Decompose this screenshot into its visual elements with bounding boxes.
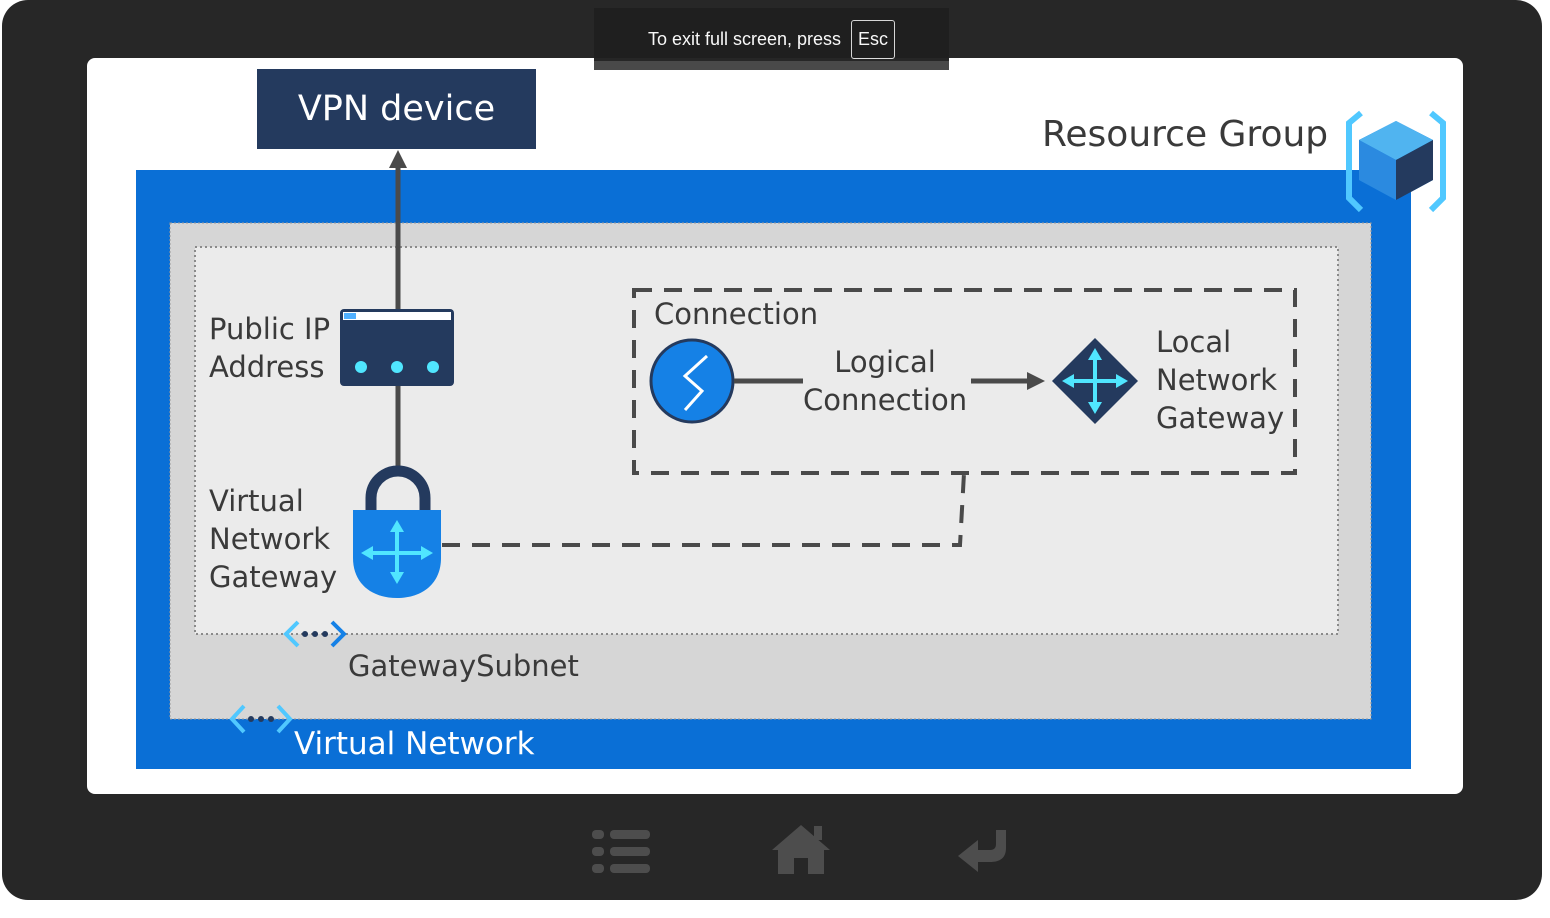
virtual-network-gateway-lock-icon (353, 465, 441, 598)
lng-label-line: Gateway (1156, 401, 1285, 435)
virtual-network-gateway-label: Virtual Network Gateway (209, 482, 337, 596)
local-network-gateway-icon (1052, 338, 1138, 424)
subnet-icon (283, 620, 347, 648)
menu-icon (592, 830, 650, 873)
architecture-diagram (136, 110, 1446, 769)
logical-label-line: Connection (803, 383, 968, 417)
device-frame: VPN device Resource Group Virtual Networ… (2, 0, 1542, 900)
public-ip-icon (340, 309, 454, 386)
vpn-device-box: VPN device (257, 69, 536, 149)
public-ip-label-line: Address (209, 350, 325, 384)
uplink-arrowhead (389, 150, 407, 168)
connection-icon (649, 338, 735, 424)
resource-group-title: Resource Group (1042, 114, 1329, 155)
local-network-gateway-label: Local Network Gateway (1156, 323, 1284, 437)
public-ip-label: Public IP Address (209, 310, 330, 386)
virtual-network-label: Virtual Network (294, 726, 535, 762)
fullscreen-notice-bar (594, 61, 949, 70)
vng-label-line: Virtual (209, 484, 304, 518)
esc-key-badge: Esc (851, 19, 896, 59)
gateway-subnet-label: GatewaySubnet (348, 649, 579, 683)
menu-button[interactable] (586, 820, 656, 880)
back-button[interactable] (950, 820, 1020, 880)
fullscreen-notice: To exit full screen, press Esc (594, 8, 949, 70)
virtual-network-icon (229, 704, 293, 734)
lng-label-line: Local (1156, 325, 1232, 359)
logical-label-line: Logical (834, 345, 936, 379)
logical-connection-arrowhead (1027, 372, 1045, 390)
vng-label-line: Network (209, 522, 331, 556)
connection-title: Connection (654, 297, 819, 331)
logical-connection-label: Logical Connection (803, 343, 967, 419)
home-button[interactable] (766, 820, 836, 880)
lng-label-line: Network (1156, 363, 1278, 397)
fullscreen-notice-text: To exit full screen, press (647, 28, 842, 49)
vng-label-line: Gateway (209, 560, 338, 594)
back-arrow-icon (958, 830, 1006, 872)
home-icon (772, 825, 830, 874)
diagram-slide: VPN device Resource Group Virtual Networ… (87, 58, 1463, 794)
gateway-to-connection-line (442, 472, 966, 547)
resource-group-cube-icon (1346, 110, 1446, 213)
connection-box (632, 288, 1297, 475)
public-ip-label-line: Public IP (209, 312, 331, 346)
